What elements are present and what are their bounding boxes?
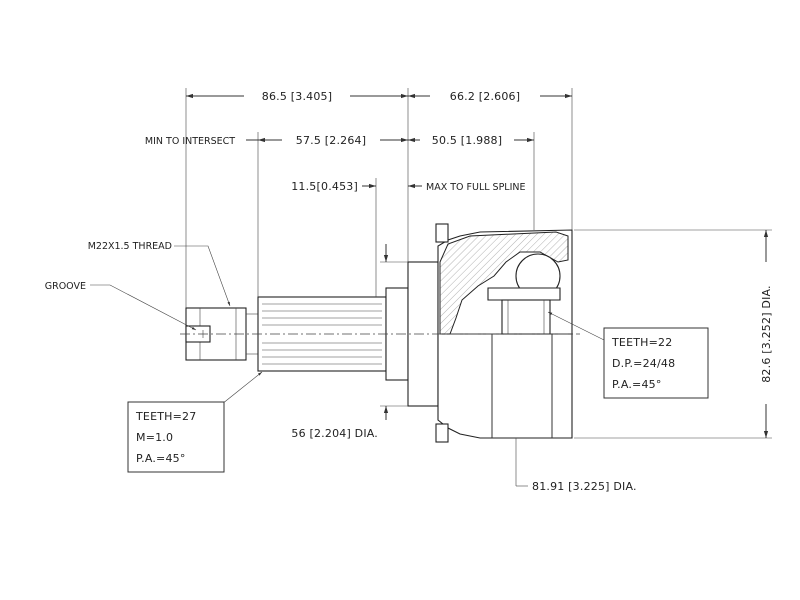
inner-spline-teeth: TEETH=22: [611, 336, 672, 349]
outer-spline-pressure-angle: P.A.=45°: [136, 452, 186, 465]
dim-housing-diameter: 81.91 [3.225] DIA.: [532, 480, 637, 493]
groove-callout: GROOVE: [45, 281, 86, 292]
dim-outer-diameter: 82.6 [3.252] DIA.: [760, 285, 773, 383]
outer-spline-spec-box: TEETH=27 M=1.0 P.A.=45°: [127, 401, 225, 473]
dimension-lines: [90, 88, 772, 487]
inner-spline-spec-box: TEETH=22 D.P.=24/48 P.A.=45°: [603, 327, 709, 399]
inner-hub: [501, 299, 551, 335]
dim-shaft-diameter: 56 [2.204] DIA.: [291, 427, 378, 440]
outer-spline-module: M=1.0: [136, 431, 173, 444]
thread-callout: M22X1.5 THREAD: [88, 241, 172, 252]
dim-inner-right: 50.5 [1.988]: [432, 134, 502, 147]
dim-overall-right: 66.2 [2.606]: [450, 90, 520, 103]
dim-min-to-intersect: 57.5 [2.264]: [296, 134, 366, 147]
outer-spline-teeth: TEETH=27: [135, 410, 196, 423]
inner-spline-pressure-angle: P.A.=45°: [612, 378, 662, 391]
housing-lip-bottom: [435, 423, 449, 443]
dim-spline-offset: 11.5[0.453]: [291, 180, 358, 193]
spline-lines: [262, 303, 382, 365]
dim-overall-left: 86.5 [3.405]: [262, 90, 332, 103]
housing-section-hatch: [439, 231, 569, 335]
inner-spline-diametral-pitch: D.P.=24/48: [612, 357, 675, 370]
inner-race: [487, 287, 561, 301]
housing-lip-top: [435, 223, 449, 243]
min-to-intersect-label: MIN TO INTERSECT: [145, 136, 235, 147]
cv-joint-part: [180, 223, 580, 443]
max-to-full-spline-label: MAX TO FULL SPLINE: [426, 182, 526, 193]
